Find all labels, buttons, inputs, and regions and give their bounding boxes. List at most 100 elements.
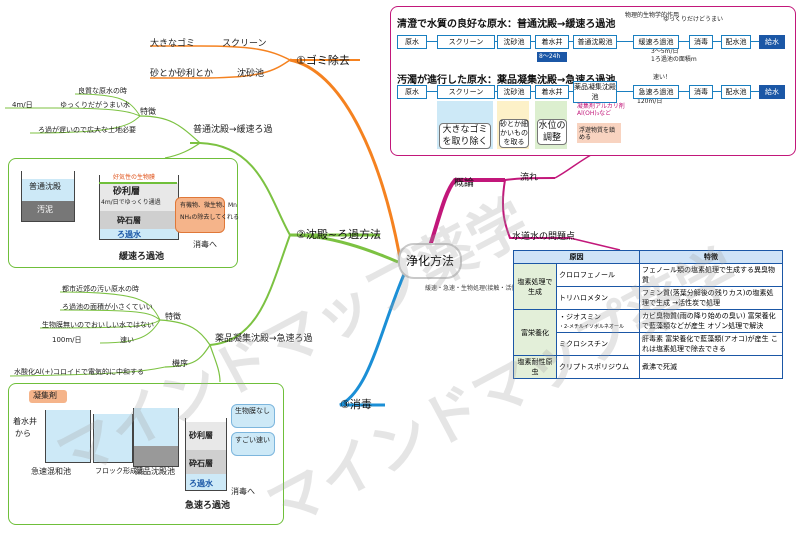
- line-rapid-mech1: [9, 366, 166, 377]
- removal-callout-text: 有機物、微生物、Mn: [180, 202, 237, 209]
- flow-panel: 清澄で水質の良好な原水：普通沈殿→緩速ろ過池 汚濁が進行した原水：薬品凝集沈殿→…: [390, 6, 796, 156]
- line-flow: [504, 177, 556, 181]
- flow1-distribution[interactable]: 配水池: [721, 35, 751, 49]
- line-slow-diagram: [164, 142, 201, 159]
- speed-label: 4m/日でゆっくり通過: [101, 199, 161, 206]
- flow1-intake[interactable]: 着水井: [535, 35, 569, 49]
- flow2-supply[interactable]: 給水: [759, 85, 785, 99]
- flow1-slow-filter[interactable]: 緩速ろ過池: [633, 35, 679, 49]
- flow2-raw[interactable]: 原水: [397, 85, 427, 99]
- slow-feature-3: ろ過が遅いので広大な土地必要: [38, 126, 136, 134]
- floc-note-box: [577, 123, 621, 143]
- flow1-screen[interactable]: スクリーン: [437, 35, 495, 49]
- line-slow-feature: [139, 115, 201, 144]
- flow1-supply[interactable]: 給水: [759, 35, 785, 49]
- flow2-screen[interactable]: スクリーン: [437, 85, 495, 99]
- flow-rate-2: 120m/日: [637, 98, 663, 105]
- removal-callout-text-2: NH₄の除去してくれる: [180, 214, 240, 221]
- line-grit: [150, 59, 291, 79]
- rapid-mechanism-label: 機序: [172, 359, 188, 368]
- level-bubble: 水位の調整: [537, 119, 567, 145]
- sand-removal-bubble: 砂とか細かいものを取る: [499, 119, 529, 148]
- chemical-sedimentation-tank: [133, 408, 179, 467]
- flow2-grit[interactable]: 沈砂池: [497, 85, 531, 99]
- no-biofilm-bubble: [231, 404, 275, 428]
- category-chlorination: 塩素処理で生成: [513, 263, 557, 310]
- no-biofilm-label: 生物膜なし: [235, 407, 270, 415]
- sedimentation-caption: 薬品沈殿池: [135, 467, 175, 476]
- branch-garbage[interactable]: ①ゴミ除去: [296, 54, 350, 67]
- flow1-grit[interactable]: 沈砂池: [497, 35, 531, 49]
- line-rapid: [209, 234, 291, 346]
- category-eutrophication: 富栄養化: [513, 309, 557, 356]
- rapid-filter-tank: [185, 418, 227, 491]
- label-sand: 砂とか砂利とか: [150, 69, 214, 79]
- line-rapid-rate: [99, 319, 161, 344]
- floc-caption: フロック形成池: [95, 467, 144, 475]
- branch-line-disinfect: [339, 271, 407, 407]
- feature-chlorophenol: フェノール類の塩素処理で生成する異臭物質: [639, 263, 783, 287]
- rapid-mechanism-1: 水酸化Al(+)コロイドで電気的に中和する: [14, 368, 145, 376]
- rapid-feature-label: 特徴: [165, 312, 181, 321]
- flow2-chem-sediment[interactable]: 薬品凝集沈殿池: [573, 81, 617, 103]
- rapid-filtration-diagram: 凝集剤 着水井 から 急速混和池 フロック形成池 薬品沈殿池 砂利層 砕石層 ろ…: [8, 383, 284, 525]
- branch-overview[interactable]: 概論: [454, 178, 474, 189]
- flow1-sediment[interactable]: 普通沈殿池: [573, 35, 617, 49]
- branch-line-sediment: [289, 233, 399, 264]
- mix-caption: 急速混和池: [31, 467, 71, 476]
- branch-problems[interactable]: 水道水の問題点: [512, 232, 576, 242]
- flow1-raw[interactable]: 原水: [397, 35, 427, 49]
- rapid-title[interactable]: 薬品凝集沈殿→急速ろ過: [215, 334, 313, 344]
- sediment-tank: [21, 171, 75, 222]
- flow2-rapid-filter[interactable]: 急速ろ過池: [633, 85, 679, 99]
- sediment-tank-label: 普通沈殿: [29, 182, 61, 191]
- line-rapid-f2: [59, 309, 161, 321]
- line-rapid-mech: [164, 344, 211, 368]
- flow-rate-1b: 1ろ過池の面積m: [651, 56, 697, 63]
- center-node[interactable]: 浄化方法: [398, 243, 462, 279]
- flow2-distribution[interactable]: 配水池: [721, 85, 751, 99]
- rapid-caption: 急速ろ過池: [185, 501, 231, 511]
- line-rapid-feature: [159, 319, 211, 346]
- problem-table-header: 原因 特徴: [513, 250, 783, 264]
- stone-label: 砕石層: [117, 216, 141, 225]
- to-disinfect-label: 消毒へ: [193, 240, 217, 249]
- intake-label: 着水井: [13, 417, 37, 426]
- rapid-mix-tank: [45, 410, 91, 463]
- rapid-to-disinfect: 消毒へ: [231, 487, 255, 496]
- biofilm-layer: [99, 182, 177, 184]
- slow-feature-label: 特徴: [140, 107, 156, 116]
- trash-removal-bubble: 大きなゴミを取り除く: [439, 123, 491, 149]
- sludge-label: 汚泥: [37, 205, 53, 214]
- cause-cryptosporidium: クリプトスポリジウム: [556, 355, 640, 379]
- table-row: 富栄養化 ・ジオスミン・2-メチルイソボルネオール カビ臭物質(雨の降り始めの臭…: [513, 309, 783, 356]
- flow-title-slow: 清澄で水質の良好な原水：普通沈殿→緩速ろ過池: [397, 19, 616, 30]
- branch-sediment-filtration[interactable]: ②沈殿~ろ過方法: [296, 228, 382, 241]
- coagulant-tag: [29, 390, 67, 403]
- intake-from-label: から: [15, 429, 31, 438]
- branch-disinfection[interactable]: ③消毒: [340, 398, 372, 411]
- flow1-disinfect[interactable]: 消毒: [689, 35, 713, 49]
- slow-note: ゆっくりだけどうまい: [663, 16, 724, 23]
- rapid-feature-1: 都市近郊の汚い原水の時: [62, 285, 139, 293]
- flow2-disinfect[interactable]: 消毒: [689, 85, 713, 99]
- flow2-intake[interactable]: 着水井: [535, 85, 569, 99]
- very-fast-bubble: [231, 432, 275, 456]
- table-row: 塩素処理で生成 クロロフェノール フェノール類の塩素処理で生成する異臭物質: [513, 263, 783, 310]
- branch-flow[interactable]: 流れ: [520, 173, 539, 183]
- table-row: ミクロシスチン 肝毒素 富栄養化で藍藻類(アオコ)が産生 これは塩素処理で除去で…: [514, 332, 783, 356]
- bio-note: 物理的生物学的作用: [625, 12, 680, 19]
- line-problem-table: [569, 237, 621, 251]
- mindmap-links: [5, 45, 621, 407]
- line-rapid-f3: [39, 319, 161, 329]
- feature-cryptosporidium: 煮沸で死滅: [639, 355, 783, 379]
- cause-trihalomethane: トリハロメタン: [556, 286, 640, 310]
- line-slow-f1: [74, 93, 141, 117]
- alkali-note: 凝集剤アルカリ剤Al(OH)₃など: [577, 103, 625, 117]
- rapid-feature-2: ろ過池の面積が小さくていい: [62, 303, 153, 311]
- line-problem: [501, 179, 570, 239]
- branch-line-overview: [428, 178, 505, 247]
- slow-title[interactable]: 普通沈殿→緩速ろ過: [193, 125, 273, 135]
- label-big-trash: 大きなゴミ: [150, 39, 196, 49]
- line-slow: [190, 142, 291, 236]
